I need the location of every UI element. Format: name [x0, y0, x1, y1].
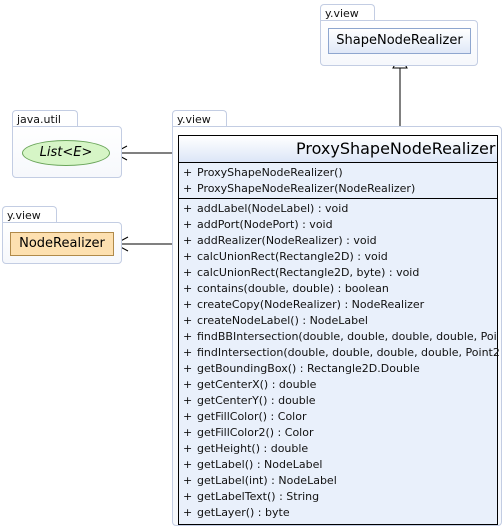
methods-section: +addLabel(NodeLabel) : void +addPort(Nod…	[179, 199, 500, 521]
method-item[interactable]: +getLabel(int) : NodeLabel	[183, 474, 337, 487]
method-item[interactable]: +findBBIntersection(double, double, doub…	[183, 330, 497, 343]
method-item[interactable]: +getCenterX() : double	[183, 378, 317, 391]
method-item[interactable]: +getLabelText() : String	[183, 490, 320, 503]
constructors-section: +ProxyShapeNodeRealizer() +ProxyShapeNod…	[179, 163, 497, 199]
noderealizer-class[interactable]: NodeRealizer	[10, 232, 114, 256]
package-main-tab: y.view	[172, 110, 227, 127]
method-item[interactable]: +calcUnionRect(Rectangle2D) : void	[183, 250, 388, 263]
method-item[interactable]: +getFillColor() : Color	[183, 410, 307, 423]
package-java-util-tab: java.util	[12, 110, 78, 127]
method-item[interactable]: +getHeight() : double	[183, 442, 309, 455]
shapenoderealizer-class[interactable]: ShapeNodeRealizer	[328, 28, 471, 54]
method-item[interactable]: +createCopy(NodeRealizer) : NodeRealizer	[183, 298, 425, 311]
list-interface[interactable]: List<E>	[22, 140, 110, 166]
class-title: ProxyShapeNodeRealizer	[179, 136, 497, 163]
method-item[interactable]: +getCenterY() : double	[183, 394, 316, 407]
method-item[interactable]: +calcUnionRect(Rectangle2D, byte) : void	[183, 266, 420, 279]
method-item[interactable]: +addRealizer(NodeRealizer) : void	[183, 234, 377, 247]
method-item[interactable]: +getFillColor2() : Color	[183, 426, 314, 439]
constructor-item[interactable]: +ProxyShapeNodeRealizer()	[183, 166, 343, 179]
proxyshapenoderealizer-class[interactable]: ProxyShapeNodeRealizer +ProxyShapeNodeRe…	[178, 135, 500, 525]
method-item[interactable]: +getLayer() : byte	[183, 506, 290, 519]
method-item[interactable]: +contains(double, double) : boolean	[183, 282, 389, 295]
package-left-tab: y.view	[2, 206, 57, 223]
package-top-tab: y.view	[320, 4, 375, 21]
method-item[interactable]: +createNodeLabel() : NodeLabel	[183, 314, 368, 327]
method-item[interactable]: +addLabel(NodeLabel) : void	[183, 202, 349, 215]
method-item[interactable]: +findIntersection(double, double, double…	[183, 346, 500, 359]
method-item[interactable]: +getBoundingBox() : Rectangle2D.Double	[183, 362, 420, 375]
constructor-item[interactable]: +ProxyShapeNodeRealizer(NodeRealizer)	[183, 182, 416, 195]
method-item[interactable]: +addPort(NodePort) : void	[183, 218, 333, 231]
method-item[interactable]: +getLabel() : NodeLabel	[183, 458, 323, 471]
